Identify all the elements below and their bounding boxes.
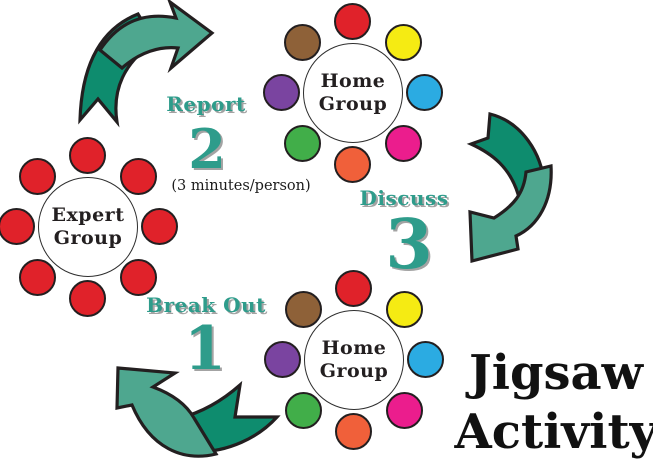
step-report-label: Report (166, 92, 246, 116)
expert-group-circle: Expert Group (38, 177, 138, 277)
report-arrow-icon (78, 0, 215, 128)
discuss-arrow-icon (466, 111, 553, 264)
home-group-top-circle: Home Group (303, 43, 403, 143)
member-dot (263, 74, 300, 111)
step-break-out-label: Break Out (146, 293, 266, 317)
break-out-arrow-icon (115, 366, 281, 458)
member-dot (120, 259, 157, 296)
home-group-bottom-label: Home Group (319, 337, 389, 382)
arrow-head-segment (97, 0, 215, 74)
diagram-title: Jigsaw Activity (454, 344, 653, 462)
diagram-title-line2: Activity (454, 404, 653, 460)
member-dot (284, 24, 321, 61)
step-discuss-number: 3 (385, 205, 433, 285)
expert-group: Expert Group (0, 137, 178, 317)
home-group-bottom-circle: Home Group (304, 310, 404, 410)
step-discuss-label: Discuss (359, 186, 449, 210)
member-dot (334, 146, 371, 183)
home-group-top: Home Group (263, 3, 443, 183)
member-dot (19, 259, 56, 296)
diagram-title-line1: Jigsaw (469, 345, 643, 401)
member-dot (406, 74, 443, 111)
arrow-head-segment (115, 366, 219, 458)
arrow-head-segment (468, 163, 553, 264)
home-group-bottom: Home Group (264, 270, 444, 450)
member-dot (120, 158, 157, 195)
step-break-out-number: 1 (184, 314, 226, 384)
member-dot (407, 341, 444, 378)
member-dot (285, 291, 322, 328)
member-dot (285, 392, 322, 429)
member-dot (385, 125, 422, 162)
member-dot (386, 291, 423, 328)
member-dot (386, 392, 423, 429)
expert-group-label: Expert Group (51, 204, 125, 249)
member-dot (141, 208, 178, 245)
member-dot (19, 158, 56, 195)
member-dot (69, 137, 106, 174)
member-dot (335, 270, 372, 307)
member-dot (284, 125, 321, 162)
member-dot (335, 413, 372, 450)
member-dot (264, 341, 301, 378)
member-dot (385, 24, 422, 61)
member-dot (334, 3, 371, 40)
member-dot (69, 280, 106, 317)
home-group-top-label: Home Group (318, 70, 388, 115)
step-report-number: 2 (188, 117, 226, 181)
step-report-note: (3 minutes/person) (171, 178, 311, 194)
member-dot (0, 208, 35, 245)
